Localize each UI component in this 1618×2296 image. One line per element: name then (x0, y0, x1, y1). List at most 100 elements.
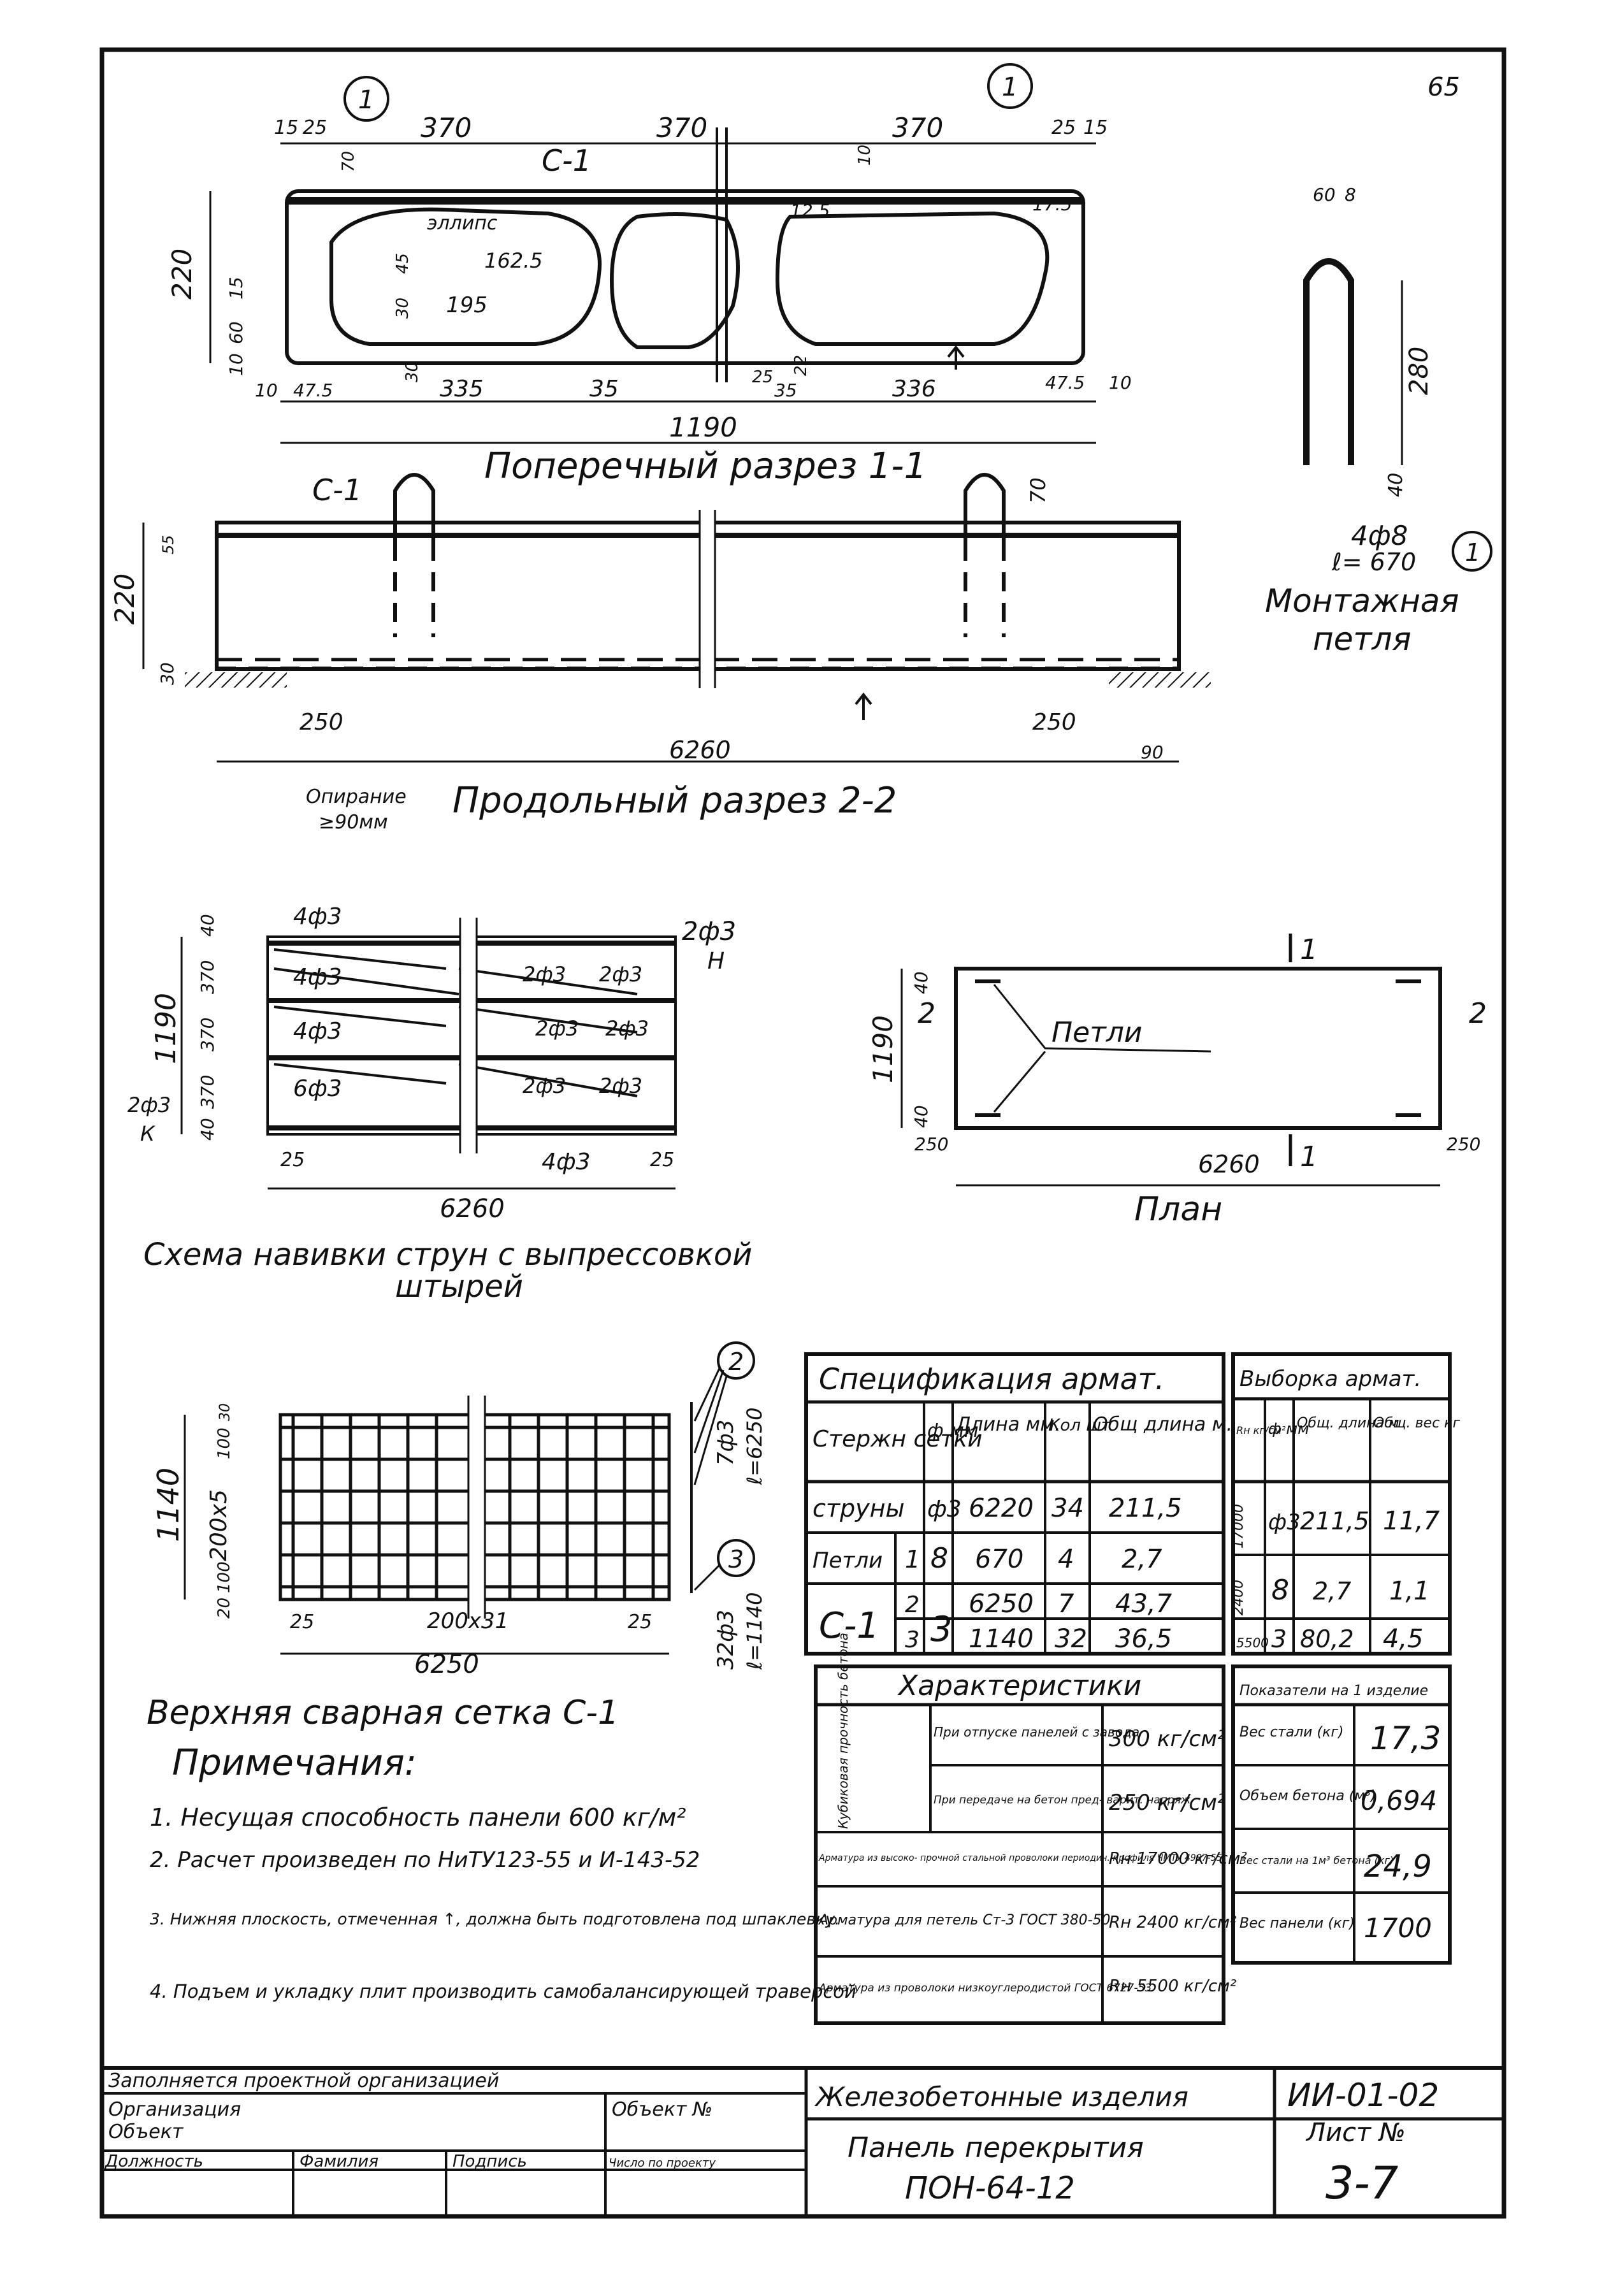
loop-title-2: петля (1313, 621, 1412, 658)
mesh-bars-2: 7ф3 (713, 1420, 739, 1466)
plan-dim-40-bottom: 40 (911, 1105, 932, 1128)
loop-right (964, 473, 1006, 542)
plan-cut-mark-top: 1 (1300, 934, 1318, 966)
strand-break (460, 918, 477, 1153)
dim-47-5-left: 47.5 (293, 380, 333, 401)
sel-r2-wt: 4,5 (1383, 1624, 1424, 1654)
spec-r3-qty: 32 (1055, 1624, 1087, 1654)
strand-label-8: 2ф3 (535, 1016, 579, 1041)
spec-table: Спецификация армат. Стержн сетки ф мм Дл… (804, 1352, 1232, 1656)
dim-47-5-right: 47.5 (1045, 372, 1085, 393)
sel-r2-rn: 5500 (1236, 1635, 1269, 1650)
tb-ordered: Число по проекту (609, 2156, 716, 2170)
mesh-callout-3-label: 3 (728, 1545, 744, 1573)
dim-10-bottom: 10 (255, 380, 278, 401)
spec-r0-dia: ф3 (927, 1496, 962, 1522)
section2-dim-30: 30 (157, 662, 178, 685)
support-right (1109, 672, 1211, 688)
char-r3-value: Rн 2400 кг/см² (1109, 1913, 1236, 1932)
strand-dim-1190: 1190 (150, 993, 182, 1064)
dim-45: 45 (393, 253, 412, 274)
sel-r0-dia: ф3 (1268, 1510, 1301, 1535)
tb-signature: Подпись (452, 2152, 527, 2171)
char-r1-label: При передаче на бетон пред- варит. напря… (934, 1794, 1191, 1807)
strand-label-2: 4ф3 (293, 964, 342, 990)
ind-r0-label: Вес стали (кг) (1239, 1724, 1343, 1740)
strand-title-2: штырей (395, 1269, 523, 1304)
mesh-break (468, 1396, 485, 1619)
tb-sheet-label: Лист № (1305, 2118, 1406, 2148)
spec-r0-qty: 34 (1051, 1494, 1084, 1523)
dim-15-left: 15 (274, 117, 298, 139)
dim-30-a: 30 (403, 361, 422, 382)
mesh-callout-3 (717, 1539, 755, 1577)
strand-dim-40-bottom: 40 (197, 1118, 218, 1141)
selection-table: Выборка армат. Rн кг/см² ф мм Общ. длина… (1231, 1352, 1460, 1656)
char-r2-value: Rн 17000 кг/см² (1109, 1849, 1247, 1868)
spec-head-2: Длина мм. (955, 1413, 1060, 1436)
section2-support-left: 250 (300, 709, 343, 735)
mesh-title: Верхняя сварная сетка С-1 (147, 1694, 619, 1732)
spec-r1-dia: 8 (930, 1542, 948, 1575)
spec-r1-name: Петли (813, 1548, 883, 1573)
strand-dim-370-c: 370 (197, 1075, 218, 1109)
callout-1-left-label: 1 (358, 85, 374, 115)
mesh-bars-3: 32ф3 (713, 1610, 739, 1670)
spec-r1-qty: 4 (1058, 1545, 1074, 1574)
tb-mark: ПОН-64-12 (905, 2170, 1075, 2206)
loop-callout (1452, 531, 1492, 572)
ind-r2-label: Вес стали на 1м³ бетона (кг) (1239, 1854, 1394, 1866)
dim-336: 336 (892, 376, 936, 402)
tb-surname: Фамилия (300, 2152, 379, 2171)
sel-r1-len: 2,7 (1313, 1577, 1351, 1605)
dim-370-b: 370 (656, 112, 707, 143)
mesh-len-3: ℓ=1140 (742, 1592, 767, 1670)
plan-title: План (1134, 1190, 1222, 1229)
sel-r2-len: 80,2 (1300, 1625, 1354, 1653)
spec-r0-len: 6220 (969, 1494, 1034, 1523)
ind-title: Показатели на 1 изделие (1239, 1683, 1428, 1699)
section2-bearing-value: ≥90мм (319, 811, 388, 834)
tb-filled-by: Заполняется проектной организацией (108, 2070, 499, 2092)
cross-section-1-1: 15 25 370 370 370 25 15 С-1 эллипс 162.5… (166, 63, 1132, 487)
plan-end-left: 250 (914, 1134, 948, 1155)
sel-r1-rn: 2400 (1231, 1580, 1246, 1615)
loop-bar: 4ф8 (1351, 520, 1408, 551)
void-2 (609, 212, 740, 349)
indicators-table: Показатели на 1 изделие Вес стали (кг) 1… (1231, 1664, 1452, 1965)
mesh-callout-2-label: 2 (728, 1348, 744, 1376)
section2-outline (215, 521, 1181, 671)
strand-label-3: 4ф3 (293, 1018, 342, 1044)
longitudinal-section-2-2: С-1 55 220 30 70 250 250 6260 90 Опирани… (109, 473, 1211, 834)
dim-12-5: 12.5 (790, 200, 830, 221)
callout-1-right (987, 63, 1033, 109)
spec-r2-total: 43,7 (1115, 1589, 1173, 1619)
dim-35-mid: 35 (774, 380, 797, 401)
loop-dim-280: 280 (1405, 347, 1434, 395)
strand-right-label: 2ф3 (682, 917, 736, 946)
strand-diagonals (273, 948, 638, 1097)
loop-shape (1303, 258, 1354, 465)
spec-head-0: Стержн сетки (813, 1426, 983, 1452)
loop-length: ℓ= 670 (1331, 548, 1416, 576)
tb-object: Объект (108, 2121, 184, 2143)
strand-label-4: 6ф3 (293, 1076, 342, 1102)
loop-callout-label: 1 (1465, 538, 1480, 567)
dim-35: 35 (589, 376, 619, 402)
label-c1: С-1 (542, 143, 591, 178)
ind-r3-value: 1700 (1364, 1912, 1432, 1944)
mesh-dim-200x5: 200х5 (206, 1489, 232, 1561)
sel-r1-dia: 8 (1271, 1574, 1289, 1606)
section2-dim-70: 70 (1026, 477, 1050, 503)
void-1 (329, 207, 602, 346)
spec-r3-len: 1140 (969, 1624, 1034, 1654)
strand-dim-370-a: 370 (197, 960, 218, 994)
sel-head-2: Общ. длина м (1297, 1415, 1399, 1431)
dim-10-right: 10 (1109, 372, 1132, 393)
dim-370-c: 370 (892, 112, 943, 143)
section1-outline (285, 189, 1085, 365)
ind-r1-value: 0,694 (1361, 1785, 1437, 1816)
tb-org: Организация (108, 2098, 241, 2121)
spec-r2-len: 6250 (969, 1589, 1034, 1619)
